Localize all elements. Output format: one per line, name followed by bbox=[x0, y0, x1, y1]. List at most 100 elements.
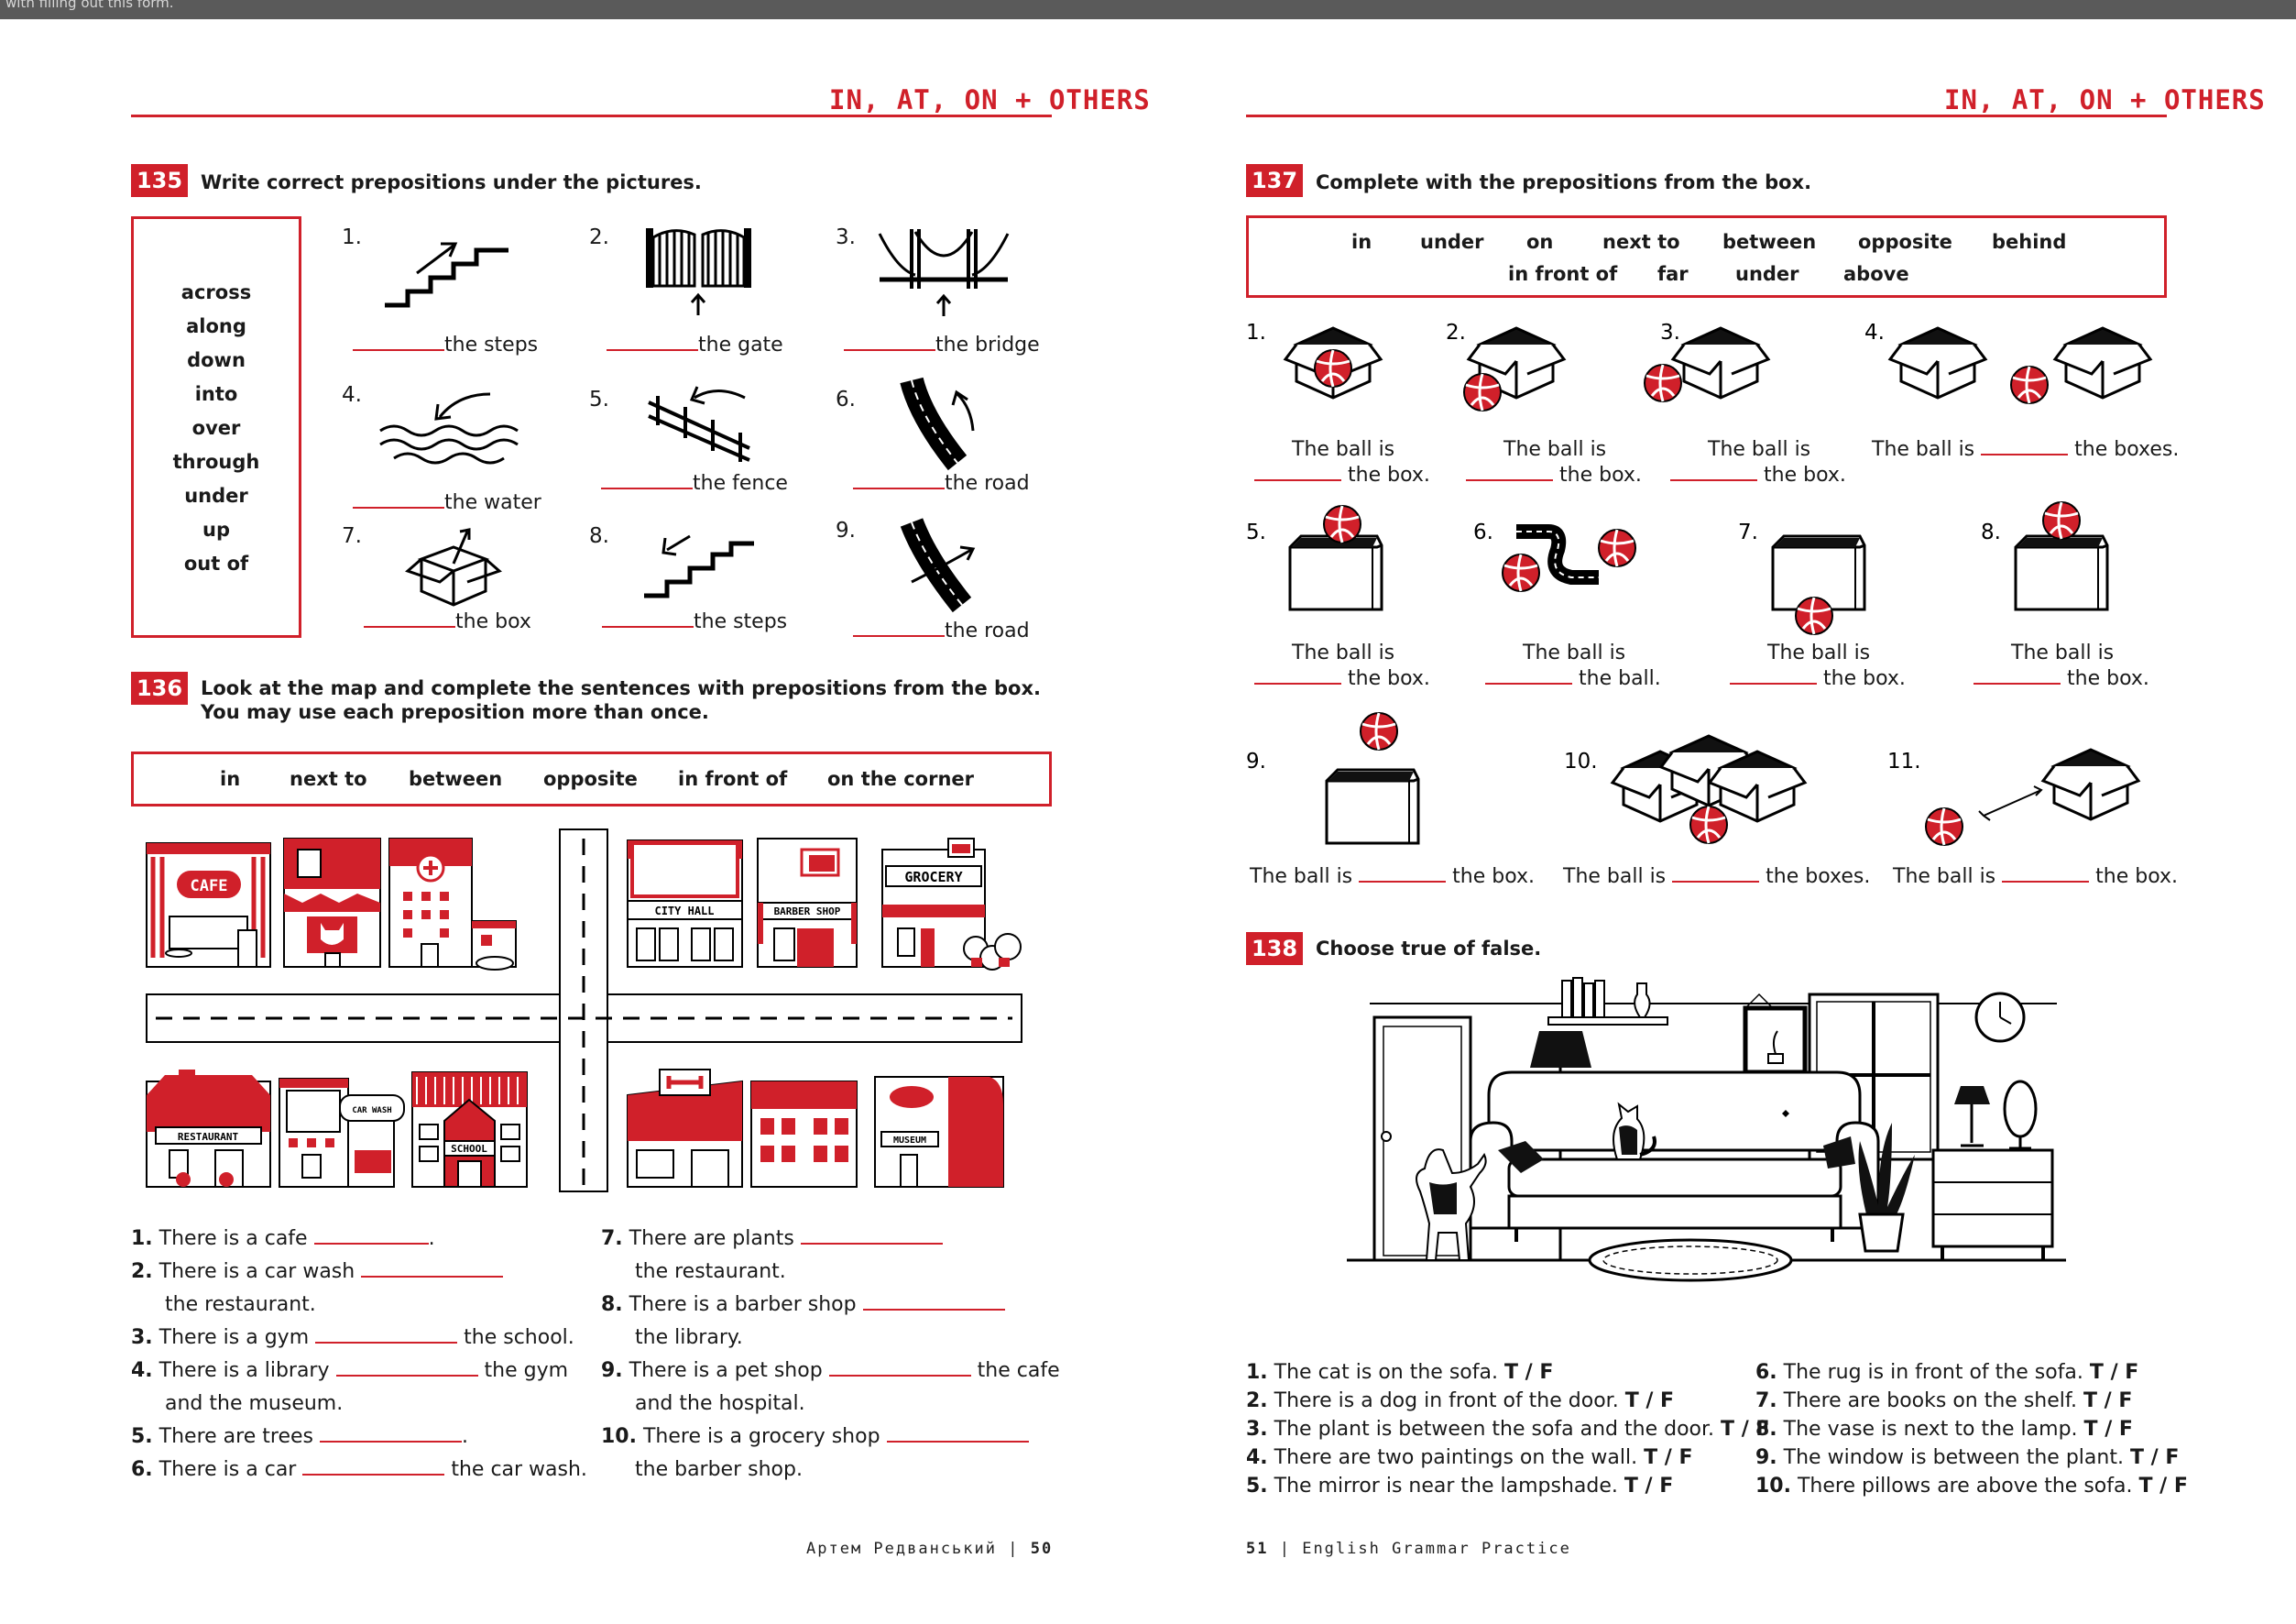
ex135-caption: the box bbox=[364, 610, 531, 633]
ex136-sentence: 6. There is a car the car wash. bbox=[131, 1458, 587, 1481]
ex137-item-number: 6. bbox=[1473, 521, 1493, 544]
ex137-word: behind bbox=[1992, 231, 2067, 253]
plant bbox=[1858, 1123, 1915, 1214]
ex135-item-number: 5. bbox=[589, 388, 609, 411]
town-map: CAFE CITY HALL BARBER S bbox=[146, 828, 1022, 1192]
ex137-item-number: 10. bbox=[1564, 750, 1598, 774]
restaurant-sign: RESTAURANT bbox=[178, 1131, 239, 1143]
ex136-sentence-cont: the restaurant. bbox=[165, 1293, 316, 1316]
ex135-word: down bbox=[187, 349, 246, 371]
ex135-caption: the gate bbox=[607, 334, 783, 357]
ex136-sentence: 10. There is a grocery shop bbox=[601, 1424, 1029, 1450]
library-building bbox=[279, 1078, 349, 1188]
office-building bbox=[750, 1081, 858, 1188]
fence-icon bbox=[648, 386, 750, 462]
ex136-word: next to bbox=[290, 768, 367, 790]
ex136-sentence-cont: the restaurant. bbox=[635, 1260, 786, 1283]
cafe-sign: CAFE bbox=[191, 877, 228, 895]
ex137-caption: the box. bbox=[1670, 464, 1846, 487]
ex137-pictures: 1. 2. 3. 4. 5. 6. 7. 8. 9. 10. 11. bbox=[1246, 321, 2152, 847]
ex135-caption: the fence bbox=[601, 472, 788, 495]
ex135-word: out of bbox=[183, 553, 249, 575]
steps-up-icon bbox=[385, 242, 508, 308]
museum-building: MUSEUM bbox=[874, 1076, 1004, 1188]
ex137-word: under bbox=[1420, 231, 1484, 253]
ex137-item-number: 2. bbox=[1446, 321, 1466, 345]
ex136-sentence: 8. There is a barber shop bbox=[601, 1292, 1005, 1318]
ex135-item-number: 3. bbox=[836, 225, 856, 249]
ex137-word: far bbox=[1657, 263, 1689, 285]
ex137-caption: the box. bbox=[1730, 667, 1906, 690]
ex137-item-number: 8. bbox=[1981, 521, 2001, 544]
ex137-caption: the box. bbox=[1466, 464, 1642, 487]
ex137-caption: The ball is bbox=[1292, 642, 1395, 664]
ex137-word: under bbox=[1735, 263, 1799, 285]
ex137-item-number: 1. bbox=[1246, 321, 1266, 345]
ex137-caption: The ball is the box. bbox=[1893, 865, 2179, 888]
ex138-statement: 4. There are two paintings on the wall. … bbox=[1246, 1446, 1693, 1469]
ex135-item-number: 8. bbox=[589, 524, 609, 548]
road-icon bbox=[900, 377, 975, 471]
ex137-instruction: Complete with the prepositions from the … bbox=[1316, 171, 1812, 193]
ex138-statement: 10. There pillows are above the sofa. T … bbox=[1755, 1475, 2188, 1498]
ex135-word: across bbox=[180, 281, 252, 303]
school-sign: SCHOOL bbox=[451, 1143, 487, 1155]
barber-shop-sign: BARBER SHOP bbox=[774, 905, 841, 917]
car-wash-building: CAR WASH bbox=[339, 1094, 405, 1188]
water-icon bbox=[379, 392, 519, 465]
ex135-item-number: 1. bbox=[342, 225, 362, 249]
ex137-word: between bbox=[1722, 231, 1817, 253]
ex137-item-number: 5. bbox=[1246, 521, 1266, 544]
ex135-item-number: 9. bbox=[836, 519, 856, 543]
road-crossing-icon bbox=[900, 518, 976, 613]
ex137-caption: The ball is the boxes. bbox=[1563, 865, 1871, 888]
right-page-header: IN, AT, ON + OTHERS bbox=[1944, 84, 2266, 115]
ex136-word: between bbox=[409, 768, 503, 790]
ex135-word: up bbox=[202, 519, 230, 541]
ex137-caption: The ball is bbox=[1767, 642, 1871, 664]
ex137-item-number: 3. bbox=[1660, 321, 1680, 345]
cafe-building: CAFE bbox=[146, 842, 271, 968]
ex135-instruction: Write correct prepositions under the pic… bbox=[201, 171, 702, 193]
ex136-sentence-cont: the library. bbox=[635, 1326, 743, 1349]
ex137-word: opposite bbox=[1858, 231, 1952, 253]
ex136-sentence-cont: and the hospital. bbox=[635, 1392, 805, 1415]
ex138-statement: 5. The mirror is near the lampshade. T /… bbox=[1246, 1475, 1674, 1498]
ex136-sentence: 3. There is a gym the school. bbox=[131, 1326, 574, 1349]
ex137-caption: The ball is bbox=[1523, 642, 1626, 664]
ex135-word: into bbox=[194, 383, 238, 405]
right-footer: 51 | English Grammar Practice bbox=[1246, 1540, 1571, 1558]
lampshade bbox=[1954, 1086, 1990, 1104]
ex137-word: next to bbox=[1602, 231, 1680, 253]
ex136-badge: 136 bbox=[131, 672, 188, 705]
ex135-word: along bbox=[186, 315, 246, 337]
ex137-caption: the box. bbox=[1973, 667, 2149, 690]
ex136-word: in bbox=[220, 768, 241, 790]
top-notification-bar: with filling out this form. bbox=[0, 0, 2296, 19]
ex135-word: through bbox=[172, 451, 260, 473]
ex137-item-number: 9. bbox=[1246, 750, 1266, 774]
ex136-sentence: 1. There is a cafe . bbox=[131, 1227, 435, 1250]
ex136-sentence-cont: the barber shop. bbox=[635, 1458, 803, 1481]
ex137-word: above bbox=[1843, 263, 1909, 285]
ex137-word: on bbox=[1526, 231, 1554, 253]
ex137-item-number: 4. bbox=[1864, 321, 1885, 345]
barber-shop-building: BARBER SHOP bbox=[757, 838, 858, 968]
bridge-icon bbox=[878, 229, 1010, 316]
gym-building bbox=[627, 1069, 743, 1188]
grocery-building: GROCERY bbox=[881, 838, 1022, 971]
ex138-statement: 6. The rug is in front of the sofa. T / … bbox=[1755, 1361, 2139, 1384]
ex138-statement: 3. The plant is between the sofa and the… bbox=[1246, 1418, 1770, 1441]
ex136-sentence: 2. There is a car wash bbox=[131, 1259, 504, 1285]
ex136-word: on the corner bbox=[827, 768, 975, 790]
ex135-caption: the road bbox=[853, 472, 1030, 495]
ex135-caption: the water bbox=[353, 491, 541, 514]
museum-sign: MUSEUM bbox=[893, 1136, 926, 1146]
ex137-word-box bbox=[1246, 215, 2167, 298]
ex137-caption: The ball is bbox=[1708, 438, 1811, 461]
ex137-badge: 137 bbox=[1246, 164, 1303, 197]
shelf bbox=[1547, 1016, 1668, 1026]
car-wash-sign: CAR WASH bbox=[352, 1106, 391, 1115]
ex137-caption: the ball. bbox=[1485, 667, 1661, 690]
ex136-instruction-line2: You may use each preposition more than o… bbox=[201, 701, 709, 723]
